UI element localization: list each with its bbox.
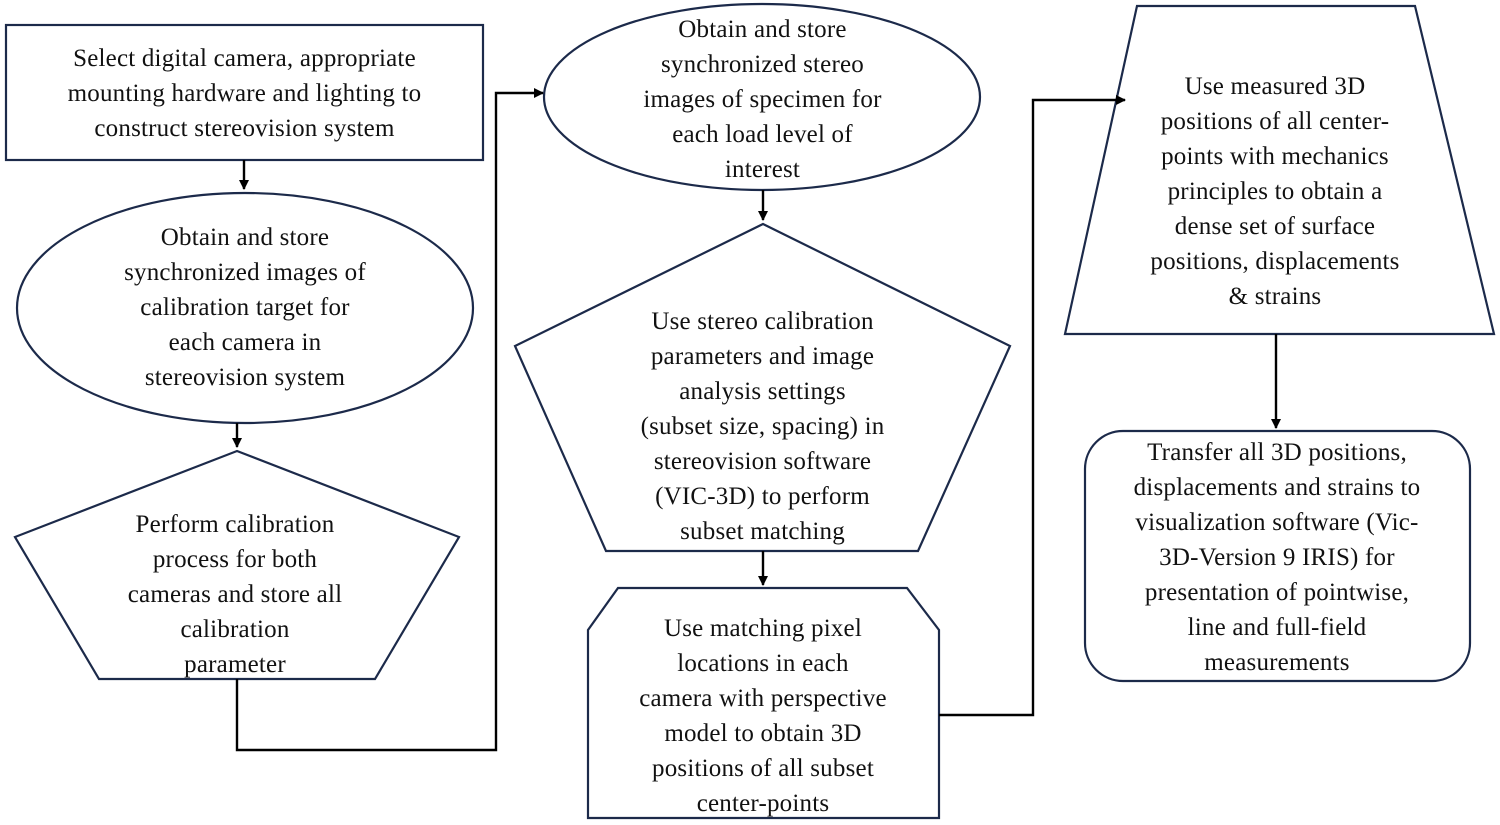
transfer-visualization-label: Transfer all 3D positions, displacements…: [1133, 438, 1421, 676]
arrow-calibration-to-specimen-images: [235, 88, 544, 752]
transfer-visualization-box: [1083, 429, 1472, 683]
select-equipment-label: Select digital camera, appropriate mount…: [67, 44, 422, 142]
arrow-3d-positions-to-mechanics: [939, 95, 1126, 717]
perform-calibration-label: Perform calibration process for both cam…: [127, 510, 343, 678]
compute-3d-positions-octagon: [586, 586, 941, 820]
store-calibration-images-ellipse: [15, 191, 475, 425]
subset-matching-label: Use stereo calibration parameters and im…: [640, 307, 885, 545]
mechanics-principles-trapezoid: [1063, 4, 1496, 336]
select-equipment-box: [4, 23, 485, 162]
mechanics-principles-label: Use measured 3D positions of all center-…: [1150, 72, 1400, 310]
store-specimen-images-label: Obtain and store synchronized stereo ima…: [643, 15, 882, 183]
compute-3d-positions-label: Use matching pixel locations in each cam…: [639, 614, 887, 817]
store-calibration-images-label: Obtain and store synchronized images of …: [124, 223, 366, 391]
